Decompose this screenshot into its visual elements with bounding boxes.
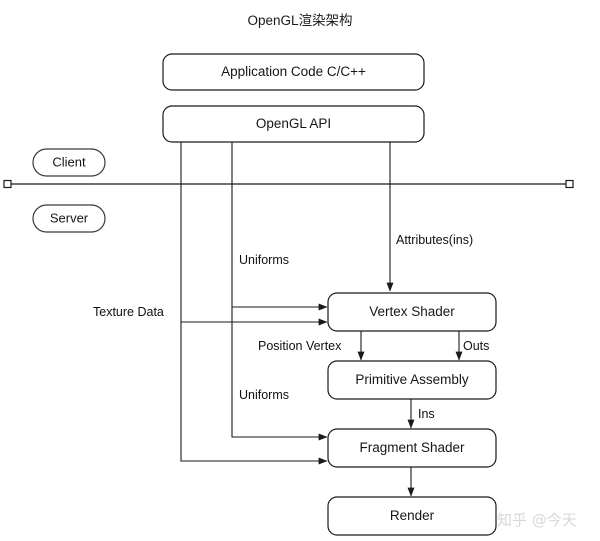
zone-client[interactable]: Client xyxy=(32,148,106,177)
divider-right-endcap xyxy=(565,179,574,189)
node-fragment-shader[interactable]: Fragment Shader xyxy=(327,428,497,468)
zone-client-label: Client xyxy=(52,154,86,169)
node-vertex-shader[interactable]: Vertex Shader xyxy=(327,292,497,332)
edge-label-outs: Outs xyxy=(463,339,489,353)
node-opengl-api[interactable]: OpenGL API xyxy=(162,105,425,143)
node-fragment-shader-label: Fragment Shader xyxy=(359,440,465,455)
page-title: OpenGL渲染架构 xyxy=(247,13,352,28)
zone-server[interactable]: Server xyxy=(32,204,106,233)
edge-label-position-vertex: Position Vertex xyxy=(258,339,342,353)
edge-label-ins: Ins xyxy=(418,407,435,421)
node-render-box xyxy=(327,496,497,536)
zone-client-box xyxy=(32,148,106,177)
node-primitive-assembly-box xyxy=(327,360,497,400)
edge-label-attributes: Attributes(ins) xyxy=(396,233,473,247)
divider-left-endcap xyxy=(3,179,12,189)
node-application-code-label: Application Code C/C++ xyxy=(221,64,366,79)
connector-texture-data-to-fragment-shader xyxy=(180,138,328,465)
node-application-code-box xyxy=(162,53,425,91)
node-vertex-shader-box xyxy=(327,292,497,332)
zone-server-box xyxy=(32,204,106,233)
edge-label-uniforms-vertex: Uniforms xyxy=(239,253,289,267)
node-opengl-api-label: OpenGL API xyxy=(256,116,331,131)
node-fragment-shader-box xyxy=(327,428,497,468)
edge-label-texture-data: Texture Data xyxy=(93,305,164,319)
watermark-text: 知乎 @今天 xyxy=(497,511,577,529)
zone-server-label: Server xyxy=(50,210,89,225)
node-vertex-shader-label: Vertex Shader xyxy=(369,304,455,319)
node-opengl-api-box xyxy=(162,105,425,143)
node-application-code[interactable]: Application Code C/C++ xyxy=(162,53,425,91)
edge-label-uniforms-fragment: Uniforms xyxy=(239,388,289,402)
connector-uniforms-to-fragment-shader xyxy=(231,138,328,441)
node-render-label: Render xyxy=(390,508,435,523)
node-render[interactable]: Render xyxy=(327,496,497,536)
node-primitive-assembly-label: Primitive Assembly xyxy=(355,372,469,387)
node-primitive-assembly[interactable]: Primitive Assembly xyxy=(327,360,497,400)
